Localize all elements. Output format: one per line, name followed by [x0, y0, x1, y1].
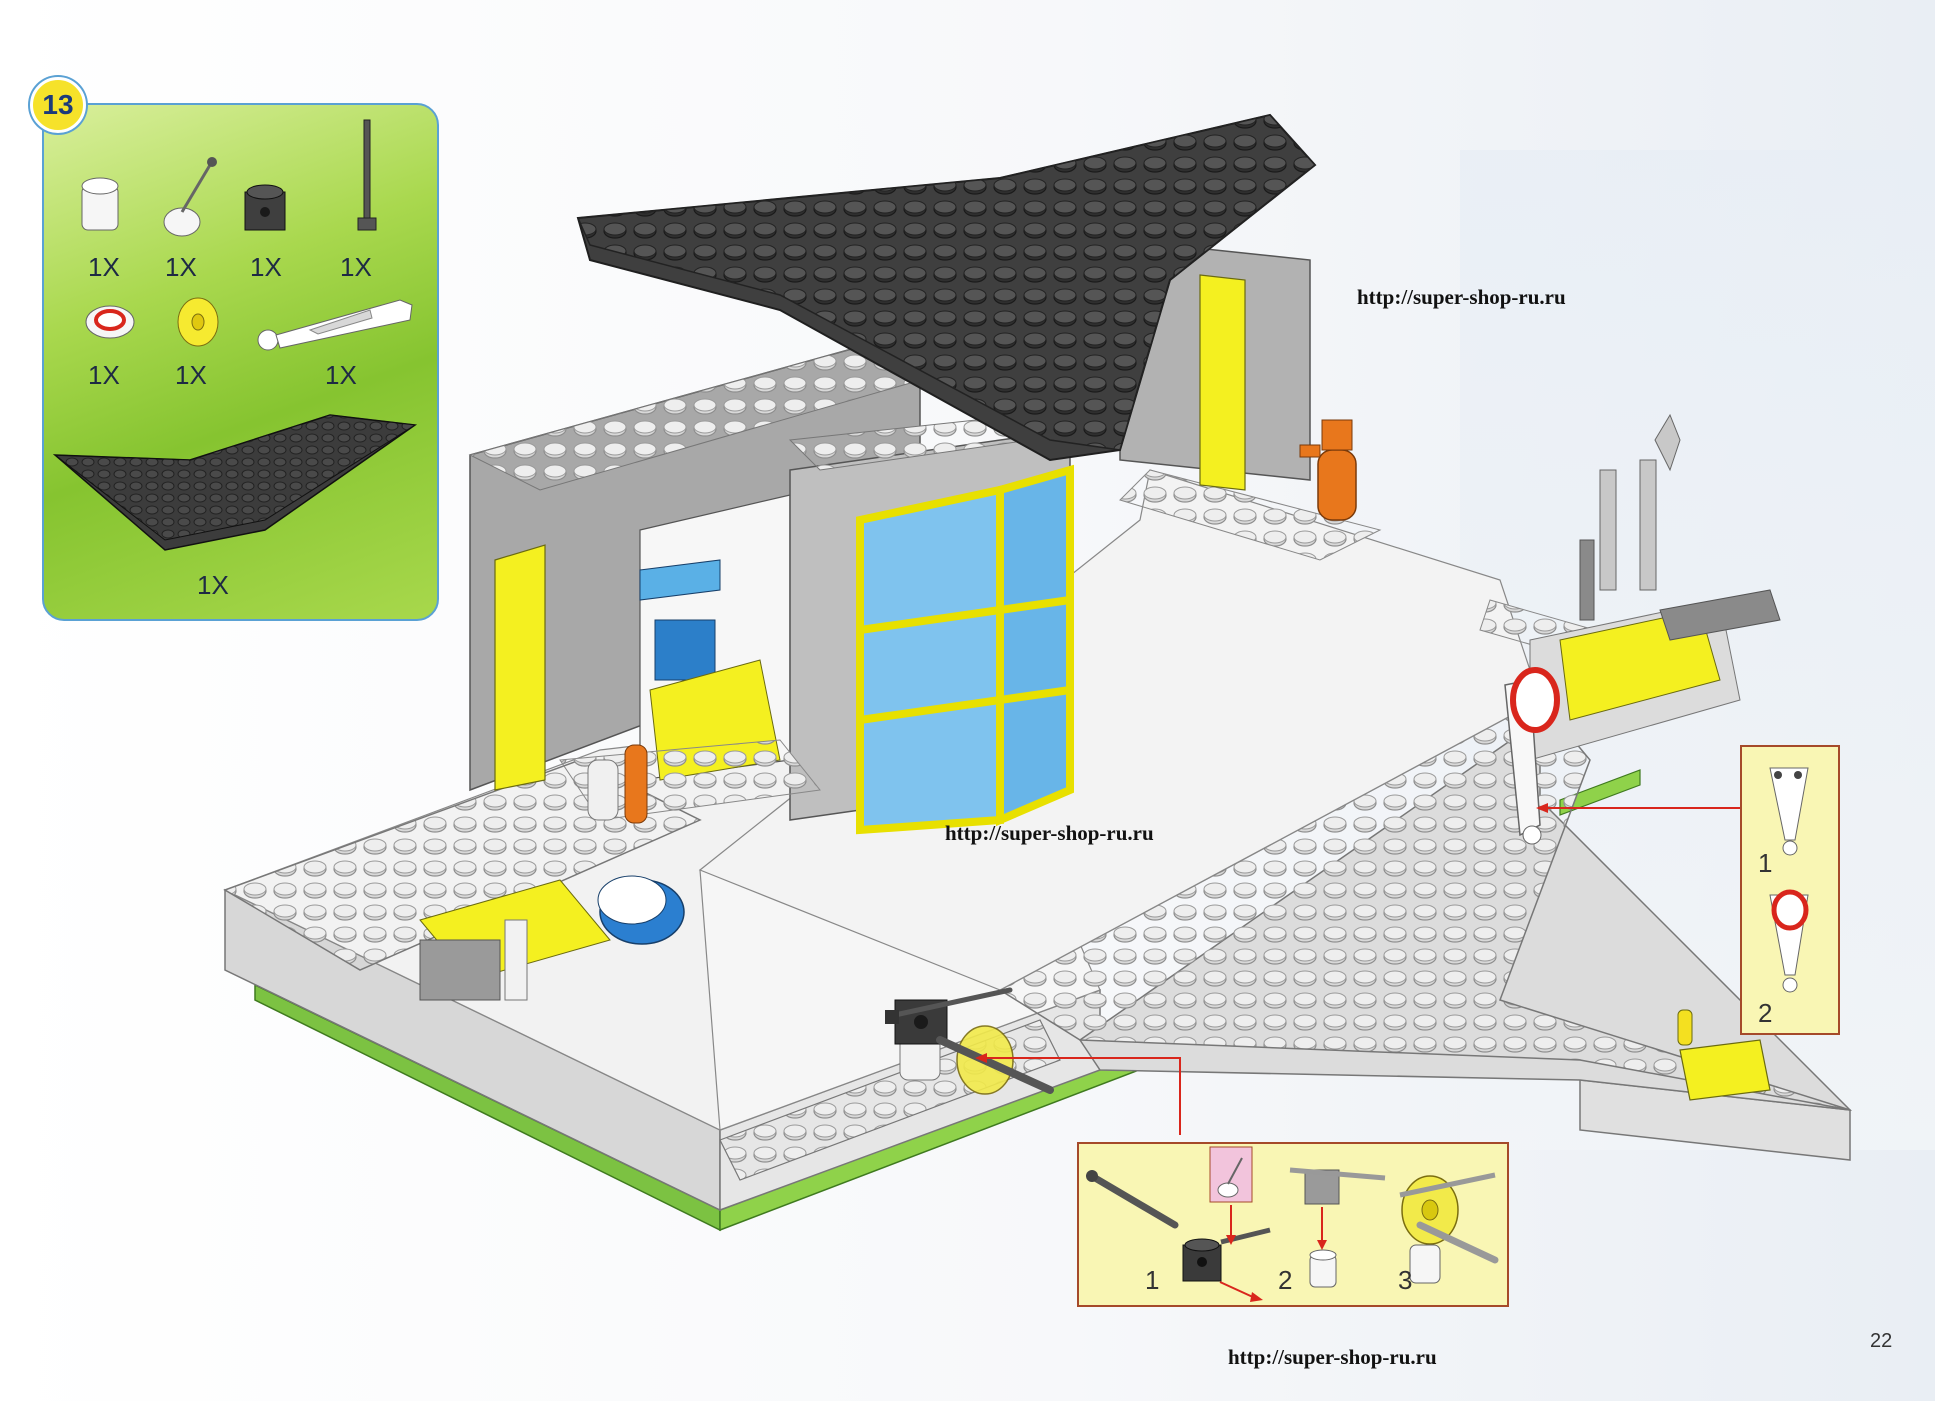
lifebuoy-support [1504, 667, 1560, 845]
part-qty-8: 1X [197, 570, 229, 600]
round-brick-icon [81, 177, 119, 231]
control-stick-icon [163, 157, 217, 237]
callout-right-step-1: 1 [1758, 848, 1773, 878]
pointer-arrows [975, 803, 1740, 1135]
orange-hydrant [1299, 419, 1357, 521]
callout-right-step-2: 2 [1758, 998, 1773, 1028]
watermark-url-top: http://super-shop-ru.ru [1357, 285, 1566, 309]
callout-bottom-step-1: 1 [1145, 1265, 1160, 1295]
bar-holder-icon [1769, 767, 1809, 856]
antenna-icon [1086, 1170, 1179, 1229]
assembled-searchlight-icon [1399, 1172, 1499, 1284]
callout-bottom-step-3: 3 [1398, 1265, 1413, 1295]
dark-grey-roof [576, 113, 1317, 462]
part-qty-5: 1X [88, 360, 120, 390]
right-deck-items [1529, 413, 1781, 761]
lifebuoy-tile-icon [85, 305, 135, 339]
callout-bottom-step-2: 2 [1278, 1265, 1293, 1295]
dark-brick-icon [1182, 1227, 1271, 1282]
part-qty-6: 1X [175, 360, 207, 390]
building-walls [468, 239, 1311, 835]
dark-brick-icon [244, 184, 286, 231]
step-number-badge: 13 [30, 77, 86, 133]
part-qty-3: 1X [250, 252, 282, 282]
page-number: 22 [1870, 1330, 1893, 1352]
left-deck-items [419, 744, 685, 1001]
wedge-plate-icon [52, 414, 418, 551]
green-baseplate-edge [254, 769, 1641, 1232]
yellow-disc-icon [177, 297, 219, 347]
brick-with-round-brick-icon [1289, 1167, 1386, 1288]
watermark-url-middle: http://super-shop-ru.ru [945, 821, 1154, 845]
control-stick-inset [1209, 1146, 1253, 1203]
part-qty-7: 1X [325, 360, 357, 390]
part-qty-2: 1X [165, 252, 197, 282]
watermark-url-bottom: http://super-shop-ru.ru [1228, 1345, 1437, 1369]
part-qty-1: 1X [88, 252, 120, 282]
bar-holder-icon [257, 299, 413, 351]
part-qty-4: 1X [340, 252, 372, 282]
bar-holder-with-lifebuoy-icon [1769, 889, 1809, 993]
antenna-icon [357, 119, 377, 231]
